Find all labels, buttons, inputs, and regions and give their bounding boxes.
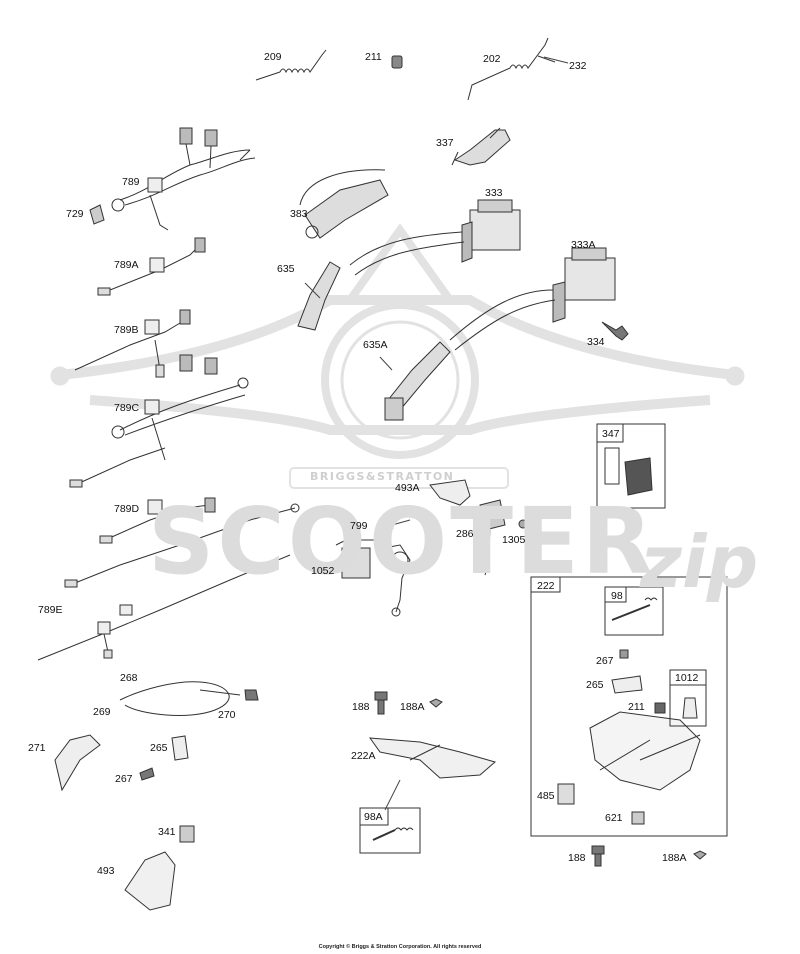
part-label-789D: 789D <box>114 503 140 515</box>
spring-202 <box>467 37 556 101</box>
part-label-188A-center: 188A <box>400 701 425 713</box>
box98A-parts <box>372 827 414 841</box>
watermark-graphic <box>50 223 745 489</box>
box-98A-frame <box>359 807 421 854</box>
wire-harness-789C <box>69 354 249 488</box>
wire-789E <box>37 554 291 661</box>
clamp-265 <box>171 735 189 761</box>
wire-harness-789 <box>111 127 256 231</box>
box-label-222: 222 <box>537 580 555 592</box>
part-label-333A: 333A <box>571 239 596 251</box>
spark-plug-337 <box>451 127 511 166</box>
part-label-232: 232 <box>569 60 587 72</box>
part-label-211-box: 211 <box>628 701 645 713</box>
part-label-635A: 635A <box>363 339 388 351</box>
bolt-188-bottom <box>591 845 707 867</box>
part-label-789A: 789A <box>114 259 139 271</box>
box-label-1012: 1012 <box>675 672 699 684</box>
watermark-wordmark: SCOOTER <box>148 488 656 595</box>
part-label-209: 209 <box>264 51 282 63</box>
wire-789A <box>97 237 206 296</box>
part-label-333: 333 <box>485 187 503 199</box>
part-label-267: 267 <box>115 773 133 785</box>
clip-729 <box>89 204 105 225</box>
bolt-188-center <box>374 691 443 715</box>
part-label-789: 789 <box>122 176 140 188</box>
part-label-337: 337 <box>436 137 454 149</box>
part-label-265: 265 <box>150 742 168 754</box>
part-label-211-top: 211 <box>365 51 382 63</box>
part-label-268: 268 <box>120 672 138 684</box>
ignition-coil-333A <box>449 247 616 351</box>
wire-789B <box>74 309 191 378</box>
part-label-383: 383 <box>290 208 308 220</box>
box-347-frame <box>596 423 666 509</box>
part-label-334: 334 <box>587 336 605 348</box>
watermark-script: zip <box>640 520 759 604</box>
part-label-789E: 789E <box>38 604 63 616</box>
watermark-badge: BRIGGS&STRATTON <box>310 470 455 483</box>
part-label-1052: 1052 <box>311 565 335 577</box>
part-label-341: 341 <box>158 826 176 838</box>
part-label-485: 485 <box>537 790 555 802</box>
module-286 <box>479 499 506 576</box>
part-label-1305: 1305 <box>502 534 526 546</box>
wire-789D <box>64 497 300 588</box>
part-label-269: 269 <box>93 706 111 718</box>
part-label-188A-bottom: 188A <box>662 852 687 864</box>
part-label-493A: 493A <box>395 482 420 494</box>
box-label-347: 347 <box>602 428 620 440</box>
part-label-635: 635 <box>277 263 295 275</box>
bracket-222A <box>368 737 497 779</box>
part-label-621: 621 <box>605 812 623 824</box>
spring-209 <box>255 49 327 81</box>
part-label-789C: 789C <box>114 402 140 414</box>
part-label-789B: 789B <box>114 324 139 336</box>
part-label-799: 799 <box>350 520 368 532</box>
screw-799 <box>382 519 394 529</box>
screw-267 <box>139 767 155 781</box>
switch-347 <box>604 447 653 496</box>
lead-635 <box>297 261 341 331</box>
part-label-265-box: 265 <box>586 679 604 691</box>
fitting-341 <box>179 825 195 843</box>
part-label-188-center: 188 <box>352 701 370 713</box>
part-label-271: 271 <box>28 742 46 754</box>
lead-635A <box>384 341 451 421</box>
ignition-coil-333 <box>349 199 521 276</box>
part-label-270: 270 <box>218 709 236 721</box>
detail-boxes <box>359 423 728 854</box>
part-label-222A: 222A <box>351 750 376 762</box>
leader-lines <box>304 56 569 811</box>
screw-334 <box>601 321 629 341</box>
bracket-493 <box>124 851 176 911</box>
part-label-188-bottom: 188 <box>568 852 586 864</box>
box-label-98: 98 <box>611 590 623 602</box>
cable-268 <box>119 681 259 716</box>
solenoid-1052 <box>335 539 411 617</box>
box-222-frame <box>530 576 728 837</box>
part-label-267-box: 267 <box>596 655 614 667</box>
part-label-202: 202 <box>483 53 501 65</box>
bracket-493A <box>429 479 471 506</box>
copyright-notice: Copyright © Briggs & Stratton Corporatio… <box>318 944 482 950</box>
part-label-286: 286 <box>456 528 474 540</box>
lever-271 <box>54 734 101 792</box>
box-98-frame <box>604 586 664 636</box>
box222-parts <box>557 597 701 825</box>
boot-383 <box>299 169 389 239</box>
nut-211-top <box>391 55 403 69</box>
box-label-98A: 98A <box>364 811 383 823</box>
box-1012-frame <box>669 669 707 727</box>
part-label-729: 729 <box>66 208 84 220</box>
nut-1305 <box>518 519 528 529</box>
part-label-493: 493 <box>97 865 115 877</box>
